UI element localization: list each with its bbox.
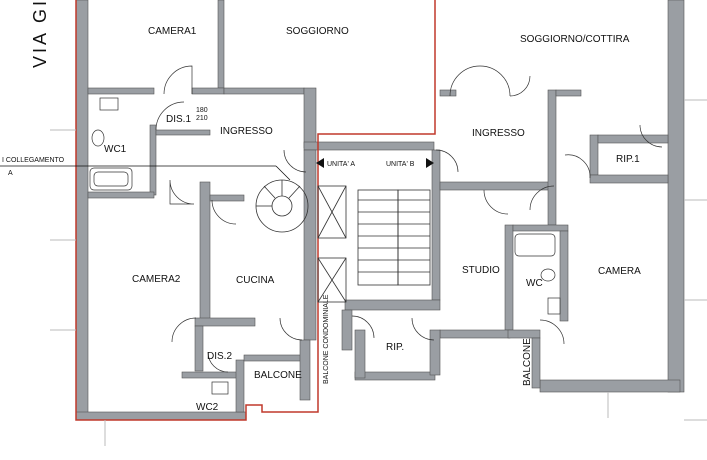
- room-dis1: DIS.1: [166, 114, 191, 125]
- room-wc1: WC1: [104, 144, 127, 155]
- bathtub-wc: [514, 233, 556, 257]
- collegamento-label: I COLLEGAMENTO: [2, 157, 65, 164]
- window-marks: [50, 99, 707, 446]
- unit-markers: [316, 158, 434, 168]
- collegamento-leader: [0, 165, 291, 181]
- sink-wc2: [211, 381, 229, 395]
- collegamento-sublabel: A: [8, 170, 13, 177]
- room-soggiorno: SOGGIORNO: [286, 26, 349, 37]
- room-wc2: WC2: [196, 402, 219, 413]
- room-camera1: CAMERA1: [148, 26, 197, 37]
- room-camera2: CAMERA2: [132, 274, 181, 285]
- dim-note-top: 180: [196, 107, 208, 114]
- room-labels: CAMERA1 SOGGIORNO SOGGIORNO/COTTIRA DIS.…: [104, 26, 641, 413]
- room-ingresso-a: INGRESSO: [220, 126, 273, 137]
- unit-a-arrow-icon: [316, 158, 324, 168]
- dim-note-bottom: 210: [196, 115, 208, 122]
- fixtures: [89, 97, 561, 395]
- unit-b-label: UNITA' B: [386, 161, 415, 168]
- walls: [75, 0, 685, 421]
- room-wc: WC: [526, 278, 543, 289]
- room-balcone: BALCONE: [254, 370, 302, 381]
- unit-a-label: UNITA' A: [327, 161, 355, 168]
- staircase: [255, 179, 431, 303]
- room-studio: STUDIO: [462, 265, 500, 276]
- room-camera: CAMERA: [598, 266, 641, 277]
- sink-wc1: [99, 97, 119, 111]
- bathtub-wc1: [89, 167, 133, 191]
- room-balcone-right: BALCONE: [522, 338, 533, 386]
- room-ingresso-b: INGRESSO: [472, 128, 525, 139]
- unit-b-arrow-icon: [426, 158, 434, 168]
- unit-a-outline: [75, 0, 436, 421]
- room-rip1: RIP.1: [616, 154, 640, 165]
- toilet-wc1: [91, 129, 105, 147]
- room-soggiorno-cottura: SOGGIORNO/COTTIRA: [520, 34, 630, 45]
- door-swings: [155, 65, 663, 373]
- room-cucina: CUCINA: [236, 275, 275, 286]
- room-rip: RIP.: [386, 342, 404, 353]
- street-label: VIA GI: [30, 0, 50, 68]
- room-balcone-condominiale: BALCONE CONDOMINIALE: [323, 294, 330, 384]
- sink-wc: [547, 297, 561, 315]
- room-dis2: DIS.2: [207, 351, 232, 362]
- toilet-wc: [540, 268, 556, 282]
